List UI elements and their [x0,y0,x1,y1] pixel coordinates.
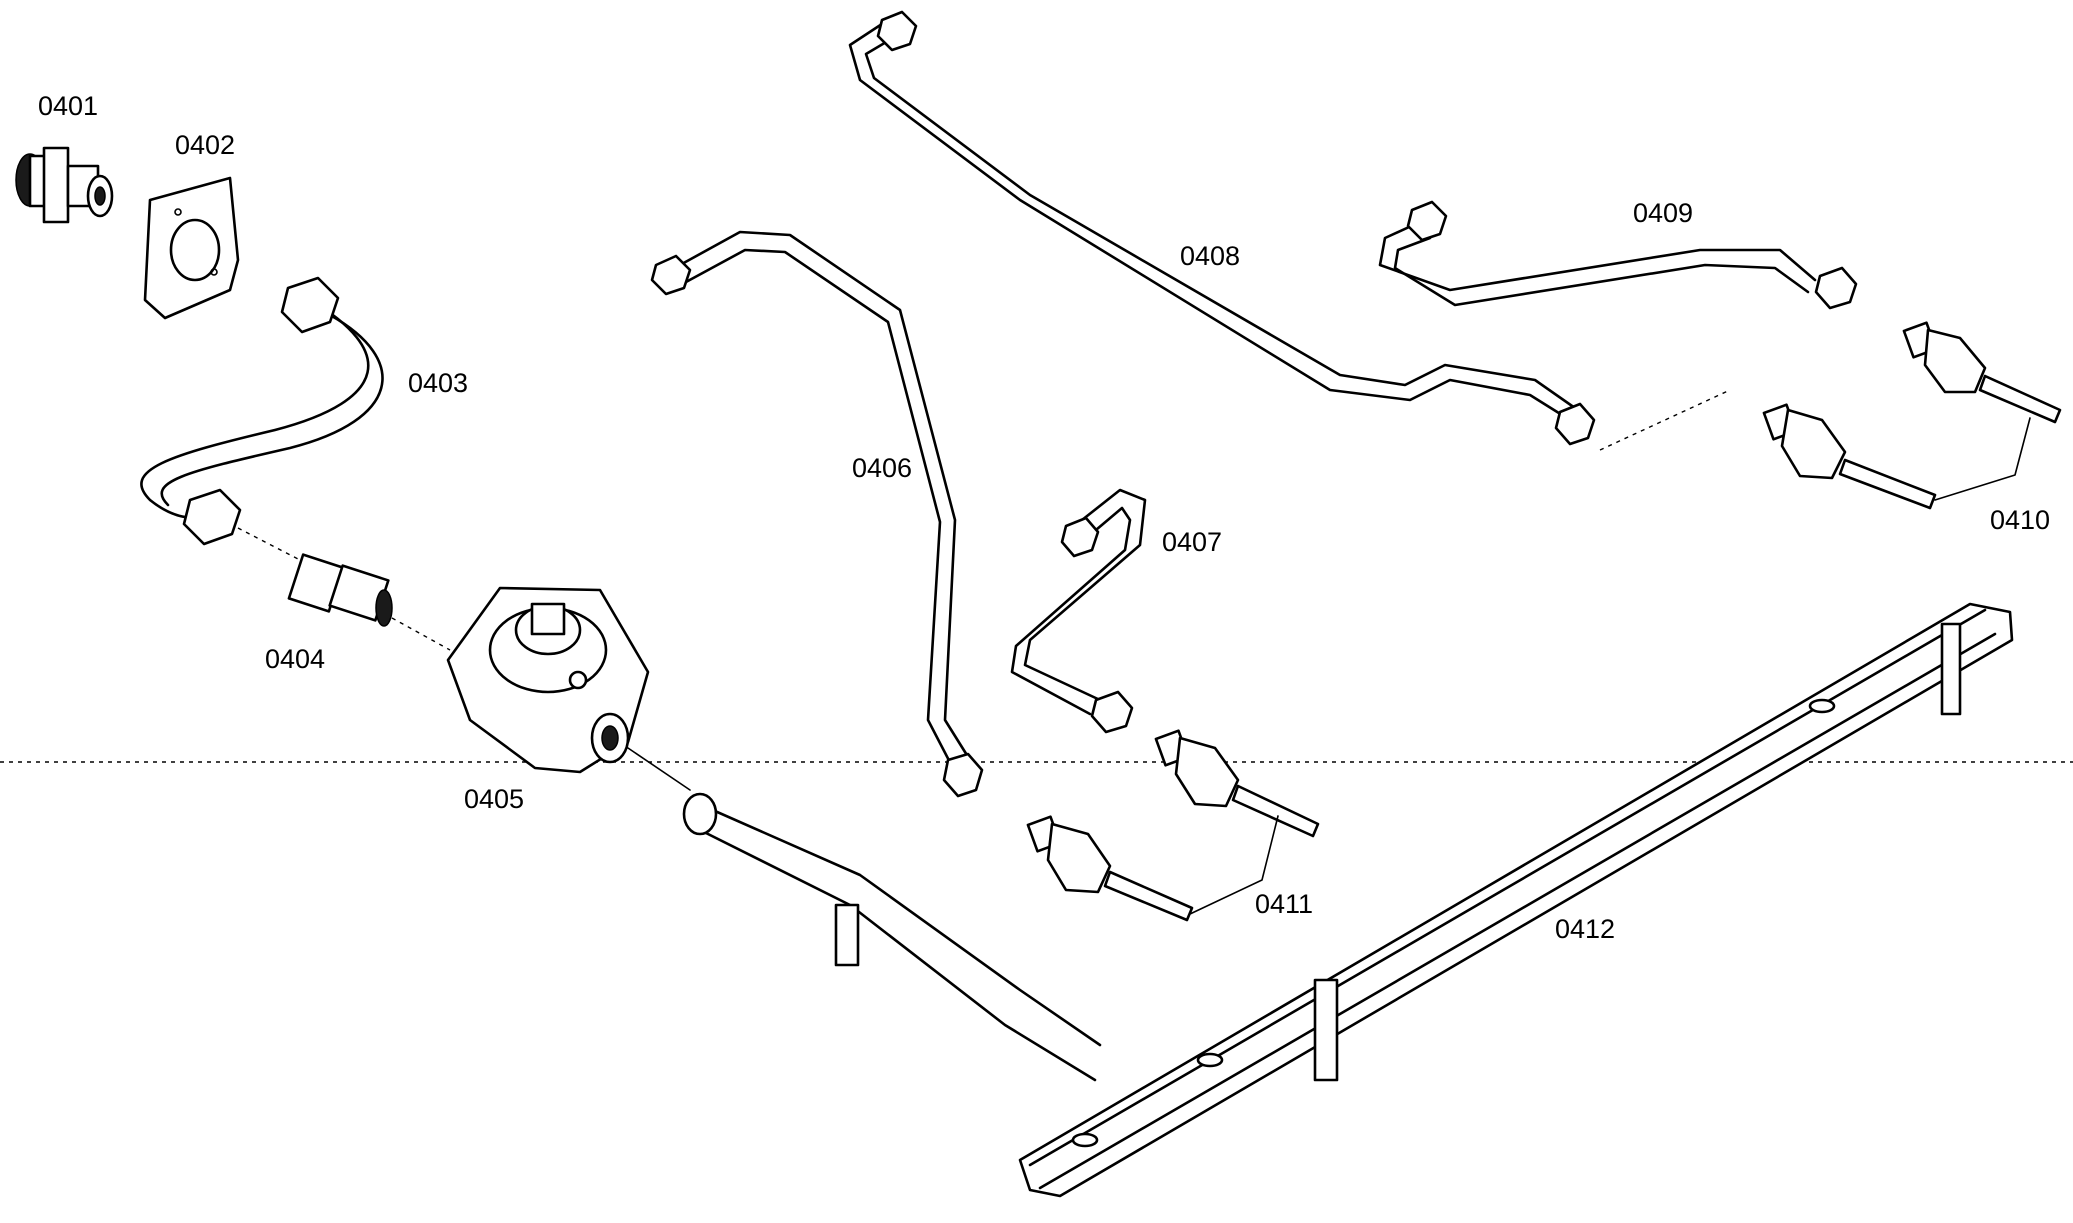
label-0410: 0410 [1990,505,2050,535]
label-0401: 0401 [38,91,98,121]
leader-0410 [1934,417,2031,501]
label-0408: 0408 [1180,241,1240,271]
part-0401-fitting [15,146,114,224]
part-0407-pipe [1010,488,1147,734]
part-0410-valve-upper [1902,321,2062,424]
part-0406-pipe [650,230,984,798]
part-0412-rail [1018,602,2014,1198]
label-0404: 0404 [265,644,325,674]
part-0402-bracket-plate [143,176,240,320]
part-0404-connector [237,527,451,651]
part-0408-pipe [848,10,1596,446]
label-0402: 0402 [175,130,235,160]
leader-0410-dashed [1599,389,1731,451]
part-0410-valve-lower [1762,403,1937,510]
label-0406: 0406 [852,453,912,483]
part-0411-valve-lower [1026,815,1194,922]
label-0411: 0411 [1255,889,1313,919]
part-0403-flex-hose [140,276,384,546]
part-0409-pipe [1378,200,1858,310]
leader-0411 [1189,815,1279,915]
label-0403: 0403 [408,368,468,398]
part-0411-valve-upper [1154,729,1320,838]
label-0409: 0409 [1633,198,1693,228]
label-0405: 0405 [464,784,524,814]
part-0405-regulator [446,586,650,774]
label-0412: 0412 [1555,914,1615,944]
part-manifold-pipe [627,747,1102,1082]
label-0407: 0407 [1162,527,1222,557]
